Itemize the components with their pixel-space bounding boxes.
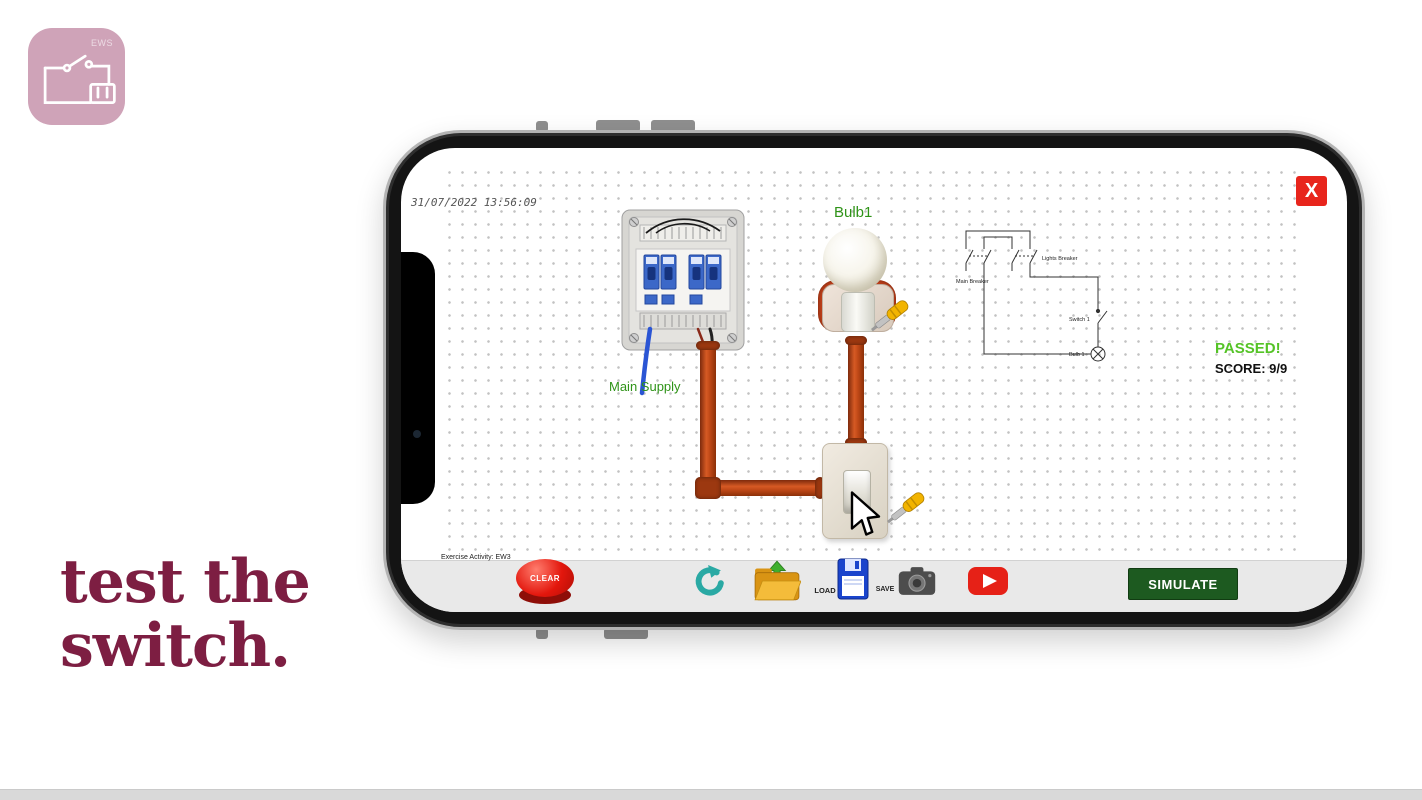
conduit-vertical-right (848, 340, 864, 450)
result-score: SCORE: 9/9 (1215, 361, 1288, 376)
schematic-switch-label: Switch 1 (1069, 317, 1090, 323)
schematic-bulb-label: Bulb 1 (1069, 352, 1085, 358)
clear-button-dome: CLEAR (516, 559, 574, 597)
main-supply-label: Main Supply (609, 379, 681, 394)
conduit-coupling-top (696, 341, 720, 350)
volume-up-button (596, 120, 640, 132)
timestamp: 31/07/2022 13:56:09 (411, 196, 537, 209)
circuit-schematic: Main Breaker Lights Breaker Switch 1 Bul… (956, 230, 1108, 362)
sim-tray (536, 628, 548, 639)
video-caption: test the switch. (60, 547, 311, 681)
clear-button[interactable]: CLEAR (516, 559, 574, 604)
close-button[interactable]: X (1296, 176, 1327, 206)
screwdriver-icon (870, 300, 909, 332)
bulb-label: Bulb1 (834, 204, 873, 221)
conduit-coupling-switch (815, 477, 825, 499)
volume-down-button (651, 120, 695, 132)
load-folder-icon (754, 560, 802, 601)
phone-notch (401, 252, 435, 504)
clear-button-label: CLEAR (529, 573, 561, 583)
youtube-button[interactable] (967, 566, 1009, 596)
schematic-main-breaker-label: Main Breaker (956, 279, 989, 285)
camera-icon (898, 567, 936, 595)
load-button[interactable]: LOAD (753, 560, 836, 602)
mouse-cursor (850, 491, 881, 536)
ews-app-icon[interactable]: EWS (28, 28, 125, 125)
caption-line-1: test the (60, 547, 311, 617)
conduit-coupling-lamp (845, 336, 867, 345)
conduit-coupling-switch-top (845, 438, 867, 447)
bottom-bar[interactable] (0, 789, 1422, 800)
load-button-label: LOAD (814, 586, 836, 595)
light-bulb[interactable] (823, 228, 887, 292)
power-button (604, 628, 648, 639)
lamp-holder (841, 292, 875, 332)
undo-icon (695, 565, 724, 596)
conduit-elbow (695, 477, 721, 499)
caption-line-2: switch. (60, 611, 291, 681)
mute-switch (536, 121, 548, 132)
front-camera (413, 430, 421, 438)
save-button-label: SAVE (875, 586, 895, 593)
undo-button[interactable] (689, 565, 725, 597)
conduit-horizontal (708, 480, 836, 496)
schematic-lights-breaker-label: Lights Breaker (1042, 256, 1078, 262)
phone-screen: 31/07/2022 13:56:09 X (401, 148, 1347, 612)
camera-button[interactable] (897, 566, 937, 596)
breaker-panel[interactable] (600, 205, 780, 405)
youtube-icon (968, 567, 1008, 595)
conduit-vertical-left (700, 345, 716, 495)
circuit-icon (43, 54, 116, 104)
simulate-button[interactable]: SIMULATE (1128, 568, 1238, 600)
result-status: PASSED! (1215, 340, 1281, 357)
screwdriver-icon (886, 492, 925, 524)
save-floppy-icon (837, 558, 869, 600)
app-icon-label: EWS (90, 38, 113, 48)
save-button[interactable]: SAVE (837, 557, 894, 601)
exercise-activity-label: Exercise Activity: EW3 (441, 554, 511, 561)
